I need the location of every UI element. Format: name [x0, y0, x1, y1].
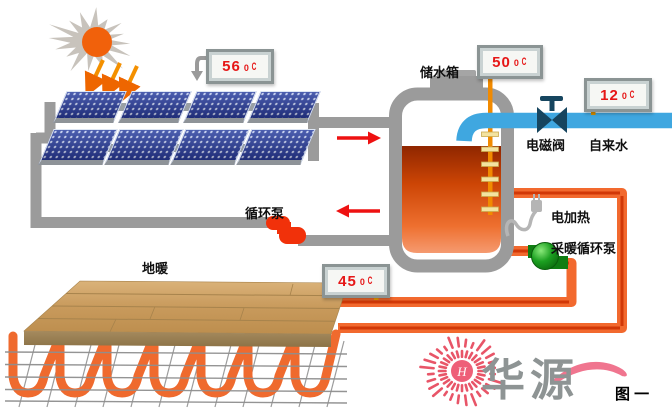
- panel-connector: [247, 103, 256, 111]
- storage-tank: [389, 70, 514, 273]
- tank-temp-value: 50: [492, 53, 511, 71]
- brand-name: 华源: [481, 356, 579, 405]
- brand-swoosh: [552, 361, 627, 383]
- degree-mark: 0: [243, 62, 249, 73]
- heating-circulation-pump-label: 采暖循环泵: [551, 241, 617, 256]
- cold-water-pipe: [456, 112, 672, 142]
- heating-circulation-pump-icon: [528, 242, 568, 270]
- panel-connector: [117, 103, 126, 111]
- display-pointer-arrow: [191, 56, 208, 81]
- degree-mark: 0: [621, 91, 627, 101]
- floor-heating-assembly: [4, 280, 349, 408]
- floor-heating-label: 地暖: [142, 261, 169, 276]
- figure-caption: 图 一: [615, 386, 650, 403]
- temp-unit: C: [251, 60, 257, 73]
- brand-initial: H: [456, 364, 467, 379]
- wood-floor: [23, 280, 349, 347]
- temp-unit: C: [367, 275, 373, 287]
- sun-icon: [48, 7, 131, 72]
- solenoid-valve-label: 电磁阀: [526, 138, 566, 153]
- circulation-pump-icon: [266, 216, 306, 244]
- temp-unit: C: [629, 89, 635, 101]
- storage-tank-label: 储水箱: [420, 65, 460, 80]
- collector-temp-value: 56: [222, 58, 241, 75]
- brand-logo-sunburst: H: [419, 336, 627, 407]
- tap-temp-value: 12: [600, 86, 619, 104]
- power-plug-icon: [504, 194, 542, 237]
- electric-heater-label: 电加热: [551, 210, 591, 225]
- tank-thermometer-probe: [488, 74, 493, 215]
- thermometer-scale-ticks: [481, 131, 499, 212]
- solenoid-valve-icon: [537, 96, 567, 133]
- flow-arrow-right: [337, 131, 381, 145]
- temp-unit: C: [521, 56, 527, 68]
- panel-connector: [182, 103, 191, 111]
- floor-temp-value: 45: [338, 272, 357, 290]
- flow-arrow-left: [336, 204, 380, 218]
- tank-hot-water: [402, 146, 501, 253]
- degree-mark: 0: [359, 277, 365, 287]
- circulation-pump-label: 循环泵: [245, 206, 285, 221]
- degree-mark: 0: [513, 58, 519, 68]
- tap-water-label: 自来水: [589, 138, 629, 153]
- heating-pipe-coil: [8, 329, 341, 398]
